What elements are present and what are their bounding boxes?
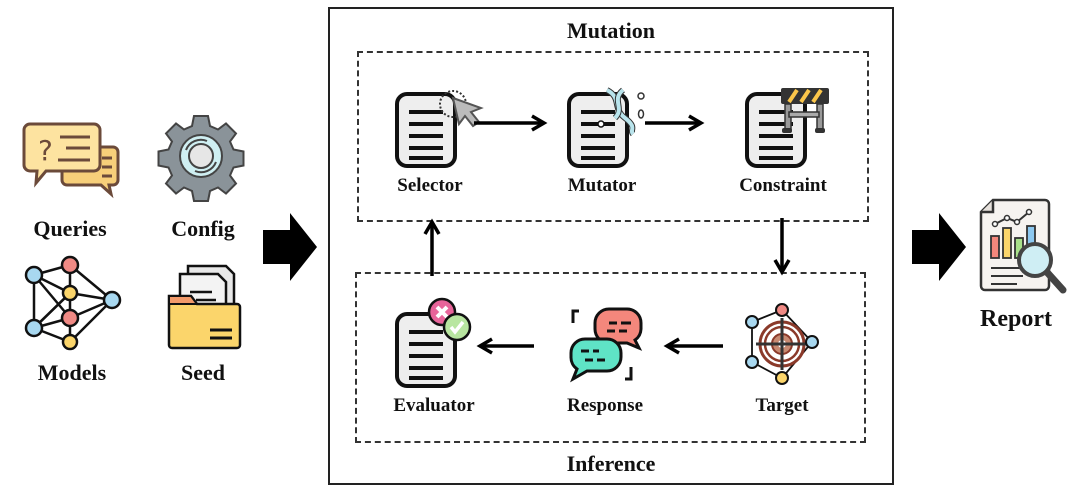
mutator-label: Mutator [567, 175, 637, 196]
document-cursor-icon [395, 90, 484, 168]
arrow-up-icon [423, 218, 441, 276]
neural-network-icon [24, 255, 122, 351]
folder-documents-icon [167, 264, 242, 350]
inference-title: Inference [566, 451, 656, 476]
queries-label: Queries [33, 216, 107, 241]
document-check-icon [395, 297, 472, 388]
target-label: Target [755, 395, 809, 416]
evaluator-label: Evaluator [393, 395, 475, 416]
chat-question-icon: ? [22, 122, 120, 199]
config-label: Config [171, 216, 235, 241]
output-arrow-icon [912, 213, 966, 281]
arrow-left-icon [476, 337, 534, 355]
input-arrow-icon [263, 213, 317, 281]
selector-label: Selector [397, 175, 463, 196]
seed-label: Seed [181, 360, 225, 385]
target-network-icon [745, 303, 819, 385]
arrow-left-icon [663, 337, 723, 355]
response-label: Response [566, 395, 644, 416]
arrow-right-icon [474, 114, 548, 132]
gear-icon [157, 115, 245, 202]
chat-bubbles-icon [569, 307, 643, 383]
inference-group [355, 272, 866, 443]
mutation-title: Mutation [567, 18, 655, 43]
pipeline-frame [328, 7, 894, 485]
arrow-right-icon [645, 114, 705, 132]
report-label: Report [980, 306, 1052, 332]
svg-text:?: ? [38, 134, 53, 167]
models-label: Models [37, 360, 107, 385]
mutation-group [357, 51, 869, 222]
arrow-down-icon [773, 218, 791, 276]
report-magnifier-icon [979, 198, 1067, 294]
constraint-label: Constraint [739, 175, 827, 196]
document-barrier-icon [745, 88, 829, 168]
document-dna-icon [567, 87, 645, 168]
